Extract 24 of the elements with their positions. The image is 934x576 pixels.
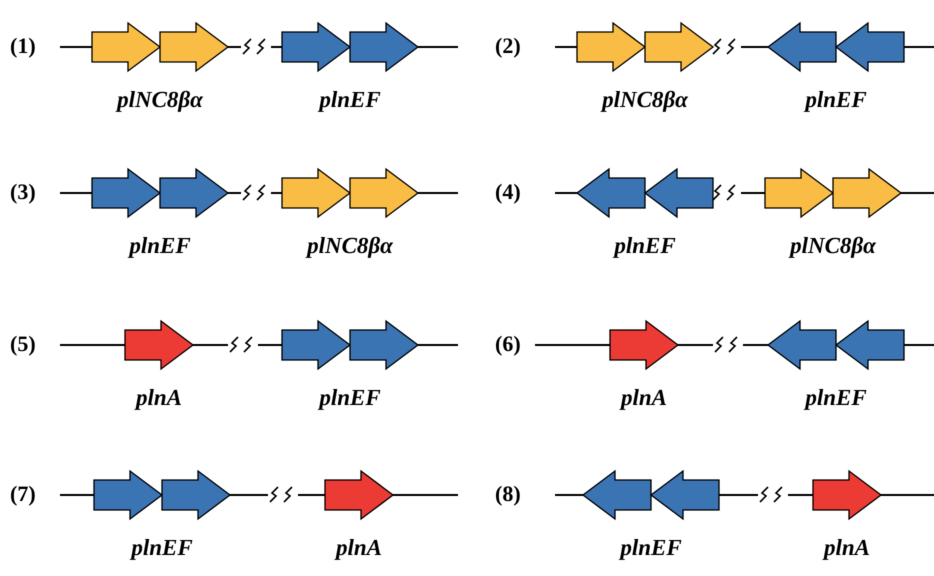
gene-label: plNC8βα <box>307 233 393 259</box>
gene-label: plnA <box>336 535 382 561</box>
gene-label: plNC8βα <box>602 87 688 113</box>
gene-label: plnA <box>824 535 870 561</box>
panel-number: (2) <box>495 33 521 59</box>
panel-number: (1) <box>10 33 36 59</box>
gene-label: plnEF <box>131 535 193 561</box>
panel-number: (7) <box>10 481 36 507</box>
gene-label: plnEF <box>805 385 867 411</box>
gene-label: plNC8βα <box>790 233 876 259</box>
gene-label: plNC8βα <box>117 87 203 113</box>
panel-number: (4) <box>495 179 521 205</box>
gene-label: plnEF <box>129 233 191 259</box>
gene-label: plnEF <box>805 87 867 113</box>
panel-number: (5) <box>10 331 36 357</box>
panel-number: (8) <box>495 481 521 507</box>
gene-label: plnEF <box>319 87 381 113</box>
gene-label: plnA <box>620 385 668 411</box>
gene-label: plnEF <box>620 535 682 561</box>
panel-number: (6) <box>495 331 521 357</box>
gene-label: plnEF <box>319 385 381 411</box>
gene-label: plnA <box>136 385 182 411</box>
panel-number: (3) <box>10 179 36 205</box>
gene-label: plnEF <box>614 233 676 259</box>
